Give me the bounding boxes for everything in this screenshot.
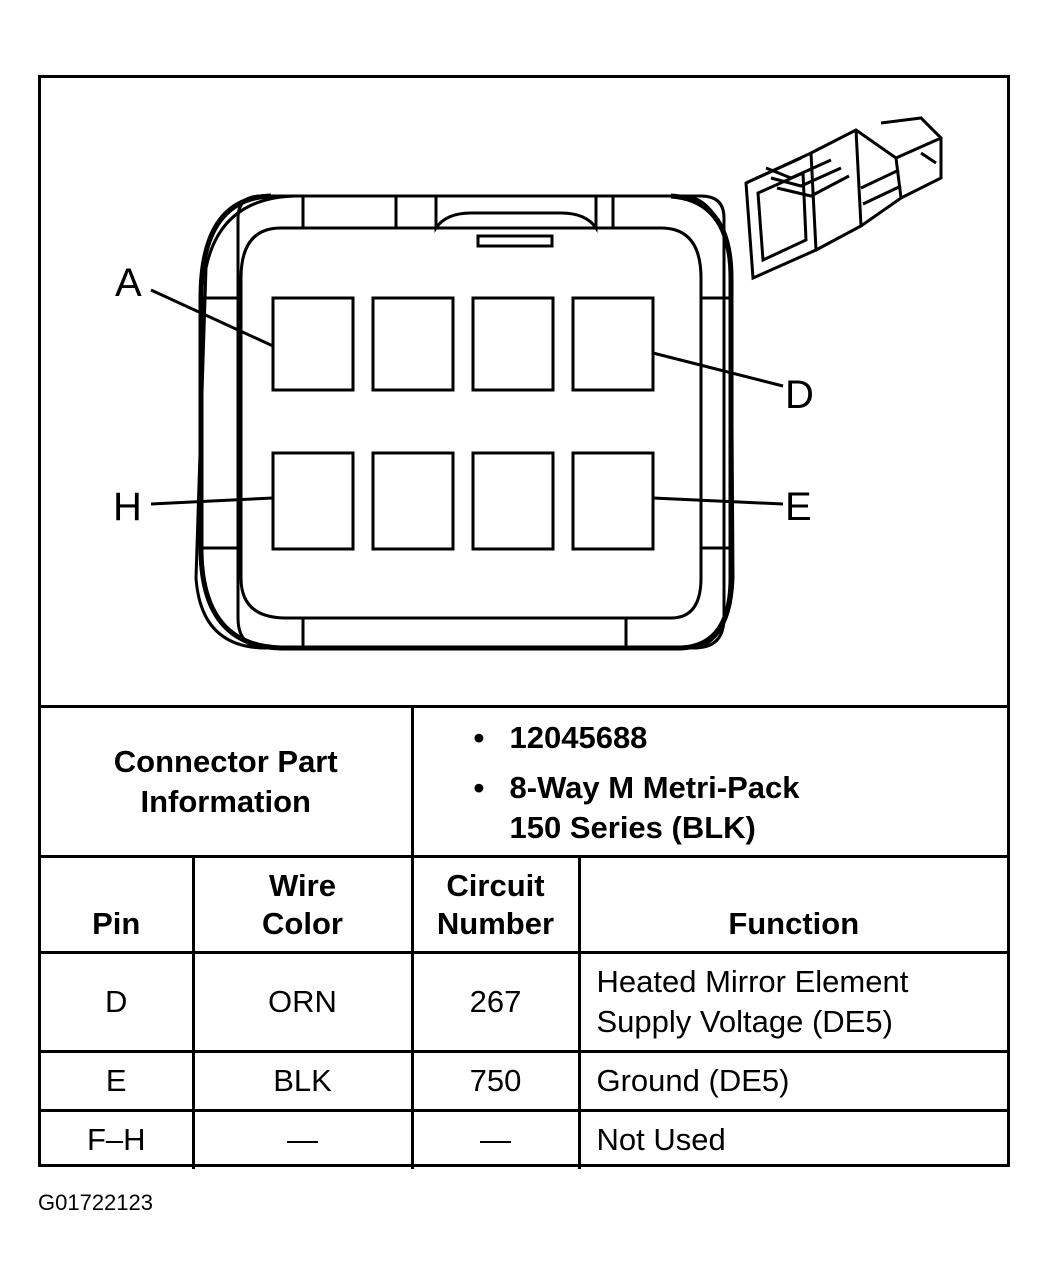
connector-info-list: 12045688 8-Way M Metri-Pack 150 Series (… [414, 718, 1008, 848]
row-circuit: 750 [410, 1050, 581, 1112]
connector-body [194, 193, 735, 651]
row-circuit: 267 [410, 951, 581, 1053]
row-wire-color: — [191, 1109, 414, 1169]
pin-label-e: E [785, 485, 812, 529]
connector-description: 8-Way M Metri-Pack 150 Series (BLK) [474, 768, 1008, 848]
table-header-row: Pin Wire Color Circuit Number Function [41, 855, 1007, 954]
connector-pinout-table: Connector Part Information 12045688 8-Wa… [41, 705, 1007, 1169]
cavity-a [271, 296, 355, 392]
connector-info-title: Connector Part Information [113, 743, 338, 819]
connector-info-values-cell: 12045688 8-Way M Metri-Pack 150 Series (… [410, 705, 1008, 858]
row-function: Ground (DE5) [577, 1050, 1007, 1112]
row-wire-color: BLK [191, 1050, 414, 1112]
row-circuit: — [410, 1109, 581, 1169]
cavity-c [471, 296, 555, 392]
row-function: Heated Mirror Element Supply Voltage (DE… [577, 951, 1007, 1053]
row-wire-color: ORN [191, 951, 414, 1053]
table-row: D ORN 267 Heated Mirror Element Supply V… [41, 951, 1007, 1053]
cavity-h [271, 451, 355, 551]
pin-label-a: A [115, 261, 142, 305]
row-pin: D [41, 951, 195, 1053]
connector-thumbnail-icon [744, 116, 943, 281]
row-function: Not Used [577, 1109, 1007, 1169]
table-row: E BLK 750 Ground (DE5) [41, 1050, 1007, 1112]
connector-face-diagram: A D H E [113, 116, 943, 651]
cavity-f [471, 451, 555, 551]
cavity-b [371, 296, 455, 392]
figure-id: G01722123 [38, 1190, 153, 1215]
cavity-e [571, 451, 655, 551]
cavity-g [371, 451, 455, 551]
row-pin: F–H [41, 1109, 195, 1169]
header-circuit-number: Circuit Number [410, 855, 581, 954]
pin-label-d: D [785, 373, 814, 417]
row-pin: E [41, 1050, 195, 1112]
table-row: F–H — — Not Used [41, 1109, 1007, 1169]
pin-cavities [271, 296, 655, 551]
leader-lines [150, 288, 784, 506]
connector-info-title-cell: Connector Part Information [41, 705, 414, 858]
connector-info-row: Connector Part Information 12045688 8-Wa… [41, 705, 1008, 858]
connector-figure-frame: A D H E [38, 75, 1010, 1169]
header-function: Function [577, 855, 1007, 954]
header-pin: Pin [41, 855, 195, 954]
pin-label-h: H [113, 485, 142, 529]
part-number: 12045688 [474, 718, 1008, 758]
header-wire-color: Wire Color [191, 855, 414, 954]
cavity-d [571, 296, 655, 392]
